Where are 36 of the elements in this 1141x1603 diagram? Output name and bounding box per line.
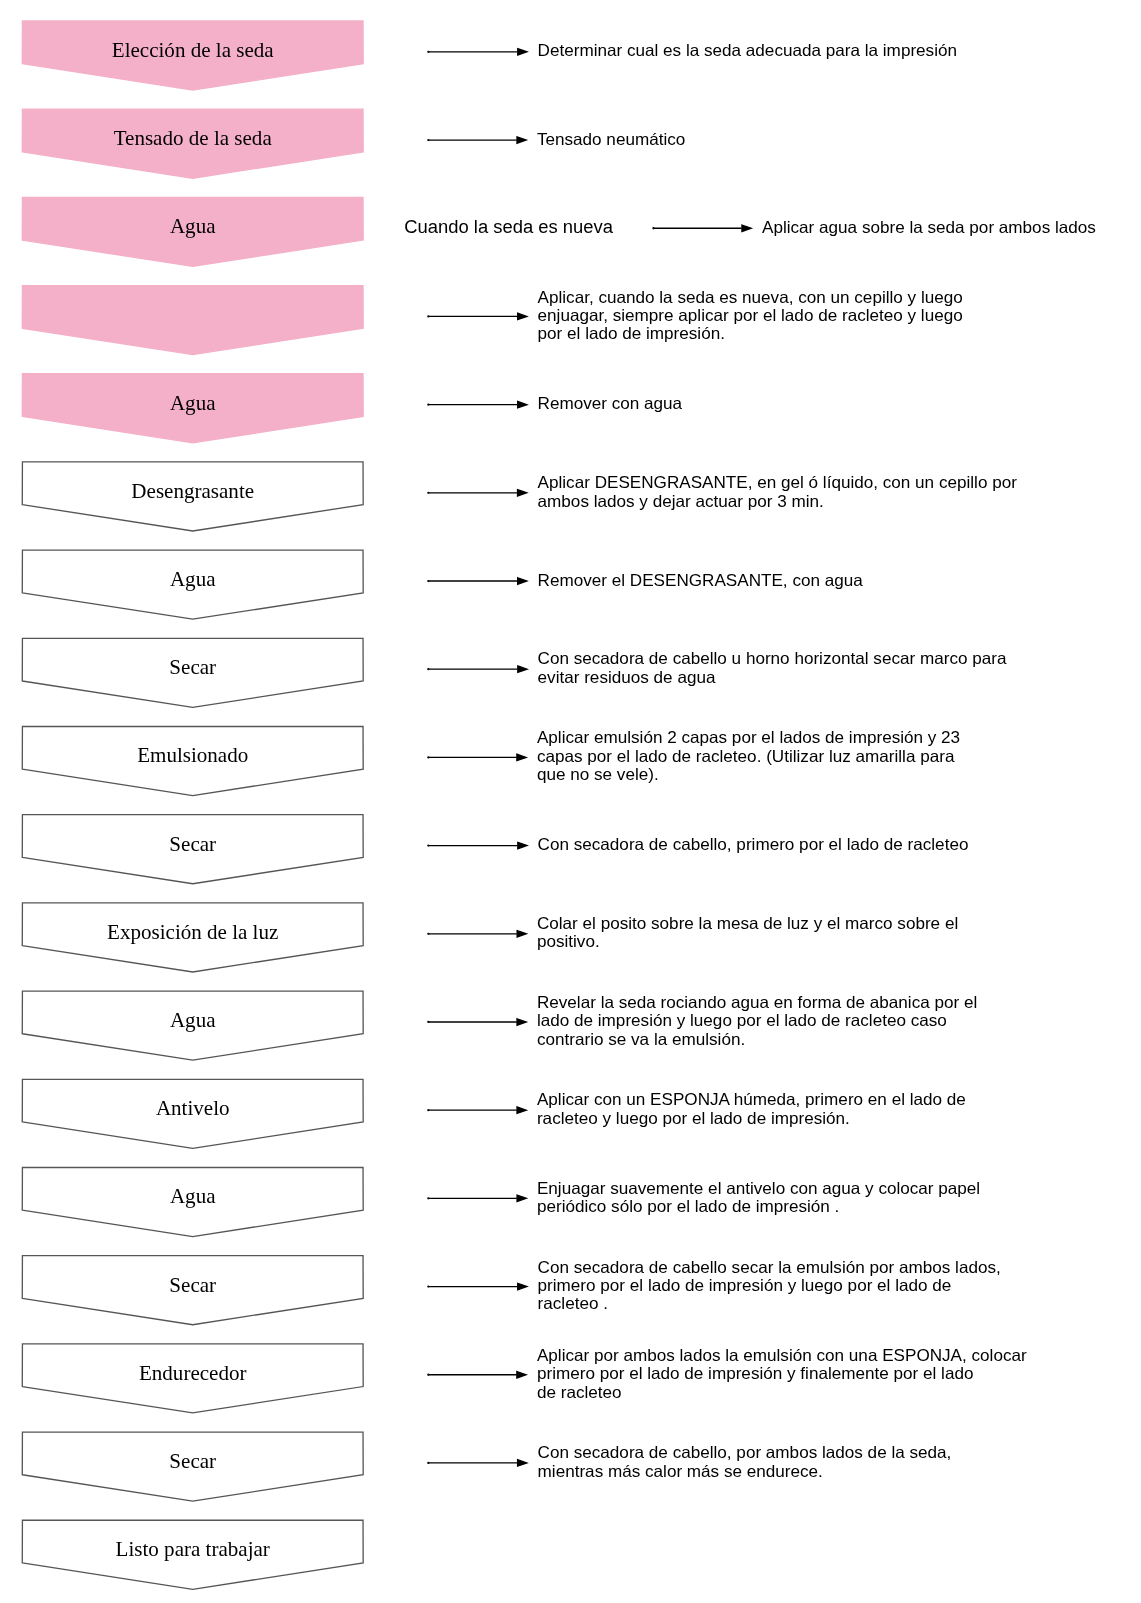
arrow [428,753,529,762]
arrow [653,224,754,233]
node-text: Con secadora de cabello, primero por el lado de racleteo [537,835,969,855]
arrow [428,841,529,850]
node-text: Colar el posito sobre la mesa de luz y el marco sobre el positivo. [536,914,959,952]
arrow [428,312,529,321]
node-text: Con secadora de cabello u horno horizontal secar marco para evitar residuos de agua [537,649,1007,687]
node-text: Aplicar por ambos lados la emulsión con una ESPONJA, colocar primero por el lado de impresión y finalemente por el lado de racleteo [536,1345,1027,1402]
node-text: Revelar la seda rociando agua en forma de abanica por el lado de impresión y luego por el lado de racleteo caso contrario se va la emulsión. [536,993,978,1049]
arrow [428,1282,529,1291]
node-text: Remover el DESENGRASANTE, con agua [537,570,863,590]
node-text: Aplicar, cuando la seda es nueva, con un cepillo y luego enjuagar, siempre aplicar por el lado de racleteo y luego por el lado de impresión. [537,287,963,344]
node-text: Aplicar emulsión 2 capas por el lados de impresión y 23 capas por el lado de racleteo. (Utilizar luz amarilla para que no se vele). [536,728,961,785]
node-text: Aplicar con un ESPONJA húmeda, primero en el lado de racleteo y luego por el lado de impresión. [536,1090,966,1128]
node-text: Aplicar DESENGRASANTE, en gel ó líquido, con un cepillo por ambos lados y dejar actuar por 3 min. [537,473,1017,511]
arrow [428,135,529,145]
node-chevron [21,284,364,356]
arrow [428,1017,529,1027]
node-text: Enjuagar suavemente el antivelo con agua y colocar papel periódico sólo por el lado de impresión . [536,1178,981,1217]
node-text: Determinar cual es la seda adecuada para la impresión [537,41,958,61]
node-text: Con secadora de cabello secar la emulsión por ambos lados, primero por el lado de impresión y luego por el lado de racleteo . [537,1257,1001,1314]
node-text: Remover con agua [537,394,683,414]
arrow [428,400,529,409]
arrow [428,1194,529,1203]
arrow [428,929,529,938]
arrow [428,1458,529,1468]
arrow [428,576,529,586]
arrow [428,665,529,674]
arrow [428,1106,529,1115]
node-text: Tensado neumático [536,129,686,149]
label: Cuando la seda es nueva [404,216,614,238]
arrow [428,488,529,497]
node-text: Aplicar agua sobre la seda por ambos lados [762,217,1096,237]
arrow [428,1370,529,1379]
node-text: Con secadora de cabello, por ambos lados de la seda, mientras más calor más se endurece. [537,1443,952,1481]
arrow [428,47,529,57]
